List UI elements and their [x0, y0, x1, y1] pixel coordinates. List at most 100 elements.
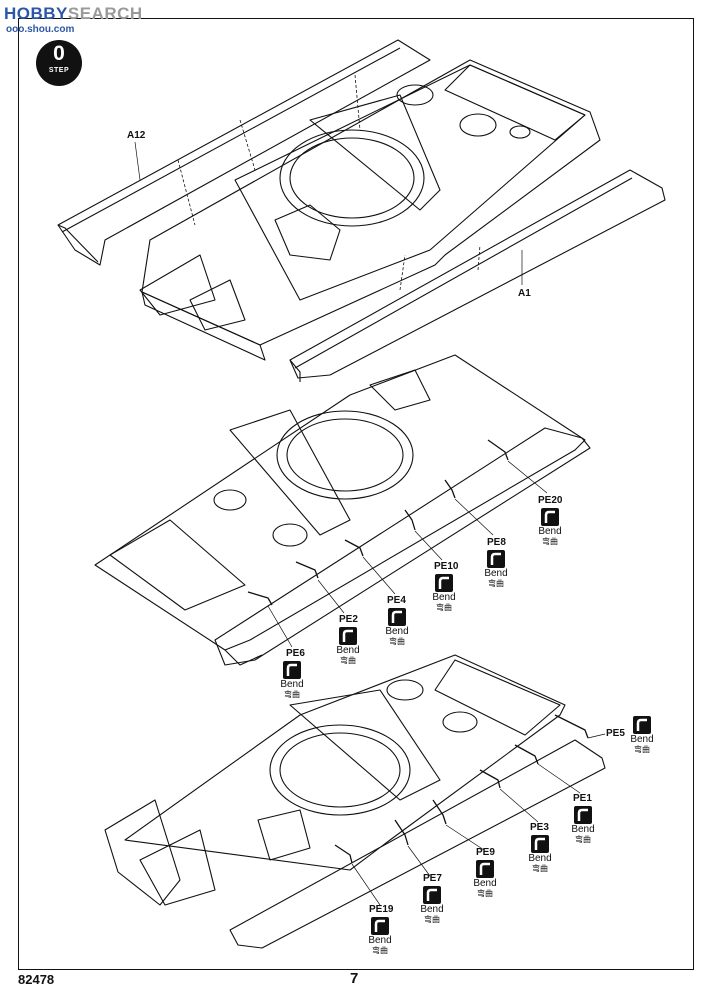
bend-icon: [423, 886, 441, 904]
hull3-hatch-1: [386, 679, 424, 701]
bend-label: Bend: [571, 824, 595, 835]
hull3-turret-ring-inner: [279, 732, 401, 808]
bend-label-cn: 弯曲: [488, 579, 504, 588]
part-label-pe2: PE2: [339, 614, 358, 625]
hull2-top-outline: [94, 354, 586, 651]
bend-icon: [487, 550, 505, 568]
rear-grille: [309, 94, 441, 211]
part-label-pe19: PE19: [369, 904, 394, 915]
step-label: STEP: [48, 67, 70, 74]
bend-label: Bend: [473, 878, 497, 889]
turret-ring: [279, 129, 425, 227]
part-label-pe4: PE4: [387, 595, 406, 606]
pe-brackets-1: [247, 439, 509, 606]
bend-label: Bend: [432, 592, 456, 603]
watermark-text: HOBBYSEARCH: [4, 4, 143, 24]
bend-icon: [574, 806, 592, 824]
bend-label-cn: 弯曲: [424, 915, 440, 924]
hull-side-view-1: [94, 354, 591, 666]
hatch-3: [509, 125, 531, 139]
part-label-pe20: PE20: [538, 495, 563, 506]
bend-callout-pe5: Bend 弯曲: [618, 716, 666, 754]
hull-side-view-2: [104, 654, 606, 949]
bend-label-cn: 弯曲: [575, 835, 591, 844]
bend-label: Bend: [484, 568, 508, 579]
step-badge: 0 STEP: [36, 40, 82, 86]
part-label-pe10: PE10: [434, 561, 459, 572]
part-label-pe8: PE8: [487, 537, 506, 548]
bend-label: Bend: [420, 904, 444, 915]
bend-icon: [435, 574, 453, 592]
bend-label-cn: 弯曲: [389, 637, 405, 646]
bend-label: Bend: [630, 734, 654, 745]
bend-icon: [633, 716, 651, 734]
fender-a12-body: [57, 39, 431, 266]
fender-a12: [57, 39, 431, 266]
hull-top-inner: [234, 64, 586, 301]
hull2-driver-hatch: [369, 369, 431, 411]
part-label-pe9: PE9: [476, 847, 495, 858]
bend-icon: [531, 835, 549, 853]
bend-icon: [541, 508, 559, 526]
bend-label-cn: 弯曲: [542, 537, 558, 546]
bend-callout-pe7: Bend 弯曲: [408, 886, 456, 924]
bend-icon: [283, 661, 301, 679]
hull2-rear-grille: [229, 409, 351, 536]
bend-label: Bend: [538, 526, 562, 537]
hull3-driver-hatch: [257, 809, 311, 861]
hull2-engine-grille: [109, 519, 246, 611]
page-number: 7: [350, 970, 359, 987]
step-number: 0: [53, 42, 65, 65]
watermark: HOBBYSEARCH ooo.shou.com: [4, 4, 184, 40]
fender-a1-edge: [294, 177, 633, 369]
kit-number: 82478: [18, 972, 55, 987]
hull2-hatch-1: [213, 489, 247, 511]
bend-label: Bend: [336, 645, 360, 656]
fender-a12-edge: [61, 47, 401, 233]
hull3-turret-ring: [269, 724, 411, 816]
bend-callout-pe10: Bend 弯曲: [420, 574, 468, 612]
front-plate-left: [139, 254, 216, 316]
bend-label-cn: 弯曲: [284, 690, 300, 699]
a12-leader: [134, 141, 141, 181]
bend-callout-pe8: Bend 弯曲: [472, 550, 520, 588]
pe-brackets-2: [334, 714, 589, 864]
bend-label-cn: 弯曲: [477, 889, 493, 898]
hull3-front-plate: [139, 829, 216, 906]
hull2-front-guard: [224, 649, 263, 666]
bend-label-cn: 弯曲: [634, 745, 650, 754]
bend-callout-pe19: Bend 弯曲: [356, 917, 404, 955]
hull2-hatch-2: [272, 523, 308, 547]
turret-ring-inner: [289, 137, 415, 219]
bend-label: Bend: [368, 935, 392, 946]
fender-a1-body: [289, 169, 666, 379]
part-label-a1: A1: [518, 288, 531, 299]
part-label-pe6: PE6: [286, 648, 305, 659]
engine-grille: [444, 64, 586, 141]
bend-label-cn: 弯曲: [372, 946, 388, 955]
fender-a1: [289, 169, 666, 382]
part-label-a12: A12: [127, 130, 146, 141]
front-plate-right: [189, 279, 246, 331]
exploded-guide-lines: [177, 74, 481, 291]
hull3-hatch-2: [442, 711, 478, 733]
front-glacis: [141, 291, 266, 361]
hatch-1: [396, 84, 434, 106]
bend-callout-pe1: Bend 弯曲: [559, 806, 607, 844]
bend-callout-pe3: Bend 弯曲: [516, 835, 564, 873]
bend-label-cn: 弯曲: [532, 864, 548, 873]
part-label-pe3: PE3: [530, 822, 549, 833]
bend-icon: [388, 608, 406, 626]
bend-icon: [371, 917, 389, 935]
hull2-turret-ring: [276, 410, 414, 500]
bend-callout-pe6: Bend 弯曲: [268, 661, 316, 699]
bend-label-cn: 弯曲: [436, 603, 452, 612]
bend-label: Bend: [528, 853, 552, 864]
hull3-top-outline: [124, 654, 566, 871]
hull3-front-guard: [104, 799, 181, 906]
bend-callout-pe2: Bend 弯曲: [324, 627, 372, 665]
driver-hatch: [274, 204, 341, 261]
bend-label-cn: 弯曲: [340, 656, 356, 665]
